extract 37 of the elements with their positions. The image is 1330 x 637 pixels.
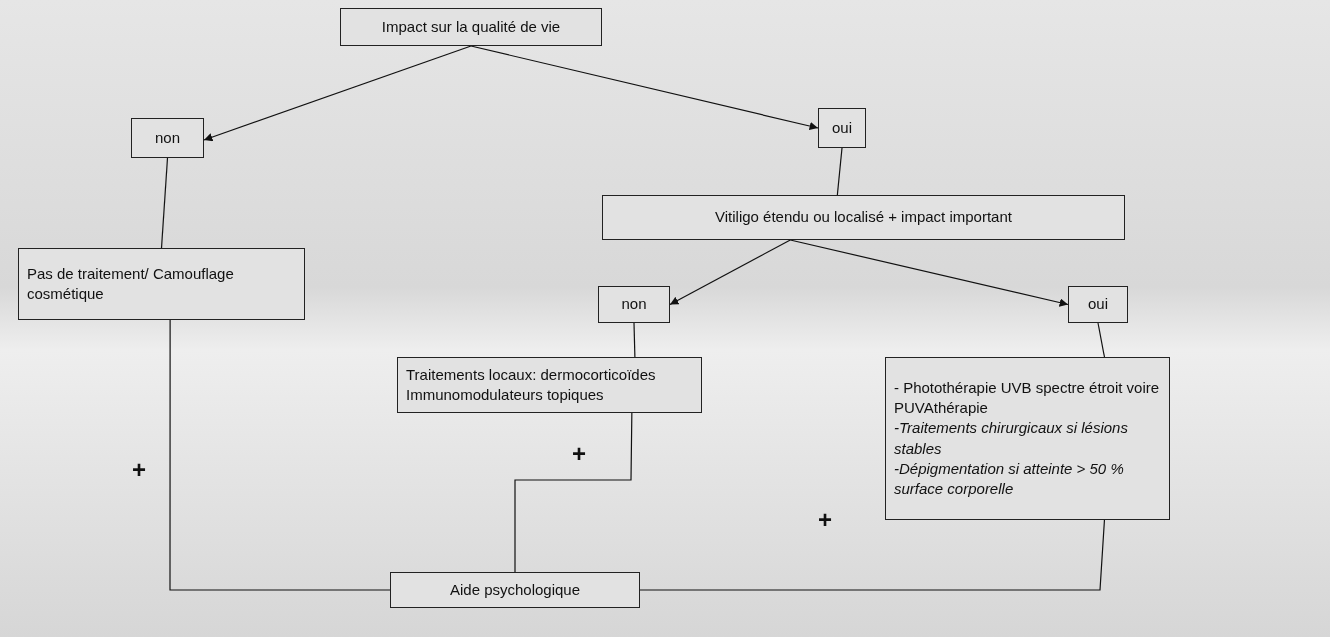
box-text: -Traitements chirurgicaux si lésions stables: [894, 418, 1129, 459]
process-box: [131, 118, 204, 158]
connector-line: [633, 322, 636, 358]
process-box: [602, 195, 1125, 240]
process-box: [397, 357, 702, 413]
process-box: [818, 108, 866, 148]
box-text: Immunomodulateurs topiques: [406, 385, 604, 405]
connector-line: [639, 519, 1106, 591]
process-box: [390, 572, 640, 608]
process-box: [18, 248, 305, 320]
connector-line: [169, 319, 391, 591]
plus-sign: +: [132, 458, 146, 482]
process-box: [1068, 286, 1128, 323]
arrow: [789, 239, 1069, 307]
connector-line: [160, 157, 169, 249]
box-text: Impact sur la qualité de vie: [381, 16, 561, 37]
plus-sign: +: [572, 442, 586, 466]
box-text: non: [621, 294, 647, 315]
box-text: Vitiligo étendu ou localisé + impact important: [715, 207, 1012, 228]
box-text: non: [155, 127, 180, 148]
connector-line: [1097, 322, 1106, 358]
process-box: [885, 357, 1170, 520]
plus-sign: +: [818, 508, 832, 532]
arrow: [669, 239, 791, 306]
box-text: oui: [832, 117, 852, 138]
process-box: [598, 286, 670, 323]
box-text: Traitements locaux: dermocorticoïdes: [406, 364, 656, 385]
box-text: -Dépigmentation si atteinte > 50 % surface corporelle: [894, 458, 1125, 499]
connector-line: [514, 412, 633, 573]
box-text: - Photothérapie UVB spectre étroit voire PUVAthérapie: [894, 377, 1161, 418]
box-text: Aide psychologique: [449, 579, 581, 600]
process-box: [340, 8, 602, 46]
arrow: [203, 45, 472, 142]
connector-line: [836, 147, 843, 196]
box-text: oui: [1088, 294, 1108, 315]
box-text: Pas de traitement/ Camouflage cosmétique: [27, 263, 235, 304]
arrow: [470, 45, 819, 131]
